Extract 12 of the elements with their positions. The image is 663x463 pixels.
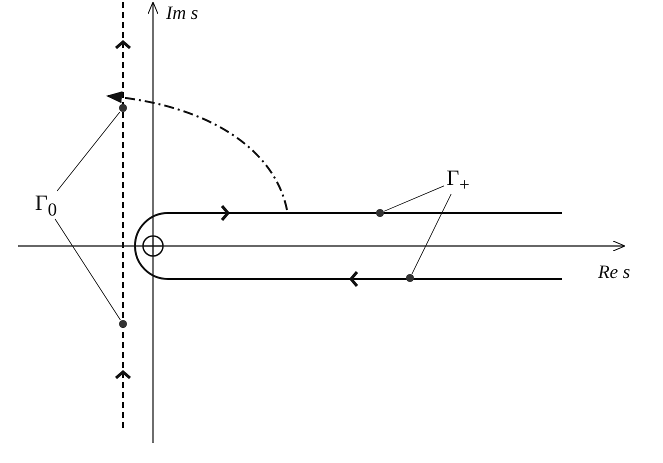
contour-point: [406, 274, 414, 282]
contour-label: Γ$_{0}$: [33, 191, 59, 219]
leader-line: [56, 112, 120, 192]
contour-label: Γ$_{+}$: [444, 166, 472, 194]
contour-point: [119, 320, 127, 328]
contour-point: [119, 104, 127, 112]
axis-label: Im s: [166, 3, 198, 25]
leader-line: [54, 218, 121, 320]
axis-label: Re s: [598, 262, 630, 284]
contour-point: [376, 209, 384, 217]
leader-line: [412, 194, 452, 274]
leader-line: [384, 186, 444, 212]
